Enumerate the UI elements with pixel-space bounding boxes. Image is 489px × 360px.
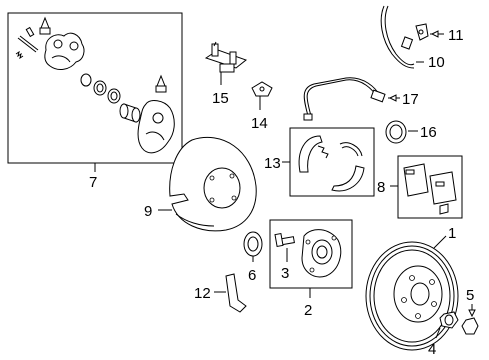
- brake-shoes-group: 13: [264, 127, 375, 197]
- callout-5-arrow: [468, 309, 476, 318]
- hub-bearing-box: [269, 219, 353, 289]
- clip-part: 14: [251, 81, 273, 132]
- bleeder-cap-top: [39, 16, 51, 35]
- callout-7: 7: [89, 174, 97, 191]
- wheel-stud: [274, 232, 295, 248]
- lug-nut-part: 5: [461, 287, 479, 335]
- callout-9: 9: [144, 203, 152, 220]
- brake-pads-group: 8: [377, 155, 463, 219]
- callout-15: 15: [212, 90, 229, 107]
- caliper-bracket: [44, 32, 85, 70]
- callout-3: 3: [281, 265, 289, 282]
- backing-plate-part: 9: [144, 136, 257, 232]
- callout-11-arrow: [430, 30, 439, 38]
- bleeder-cap-right: [155, 74, 167, 93]
- guide-pin-bolt: [15, 26, 39, 60]
- callout-4-leader: [435, 327, 441, 339]
- caliper-piston: [119, 103, 141, 123]
- callout-1: 1: [448, 225, 456, 242]
- callout-8: 8: [377, 179, 385, 196]
- callout-13: 13: [264, 155, 281, 172]
- hub-assembly: [301, 229, 342, 278]
- piston-seals: [80, 73, 121, 104]
- callout-16: 16: [420, 124, 437, 141]
- caliper-kit-group: 7: [7, 12, 183, 191]
- callout-11: 11: [448, 27, 464, 44]
- brake-rotor-part: 1: [365, 225, 459, 351]
- callout-1-leader: [433, 235, 447, 249]
- callout-4: 4: [428, 341, 436, 358]
- bracket-bolt-part: 15: [204, 41, 248, 107]
- callout-14: 14: [251, 115, 268, 132]
- callout-17: 17: [402, 91, 419, 108]
- callout-12: 12: [194, 285, 211, 302]
- callout-17-arrow: [388, 94, 397, 102]
- callout-5: 5: [466, 287, 474, 304]
- caliper-housing: [137, 100, 175, 154]
- hub-bearing-group: 3 2: [269, 219, 353, 319]
- hub-nut-part: 4: [428, 311, 459, 358]
- abs-sensor-part: 10 11: [380, 5, 464, 71]
- callout-10: 10: [428, 54, 445, 71]
- dust-shield-bracket: 12: [194, 273, 247, 313]
- grease-seal-part: 16: [385, 120, 437, 144]
- callout-6: 6: [248, 267, 256, 284]
- callout-2: 2: [304, 302, 312, 319]
- wear-sensor-part: 17: [303, 77, 419, 121]
- brake-pads-box: [397, 155, 463, 219]
- inner-seal-part: 6: [243, 231, 263, 284]
